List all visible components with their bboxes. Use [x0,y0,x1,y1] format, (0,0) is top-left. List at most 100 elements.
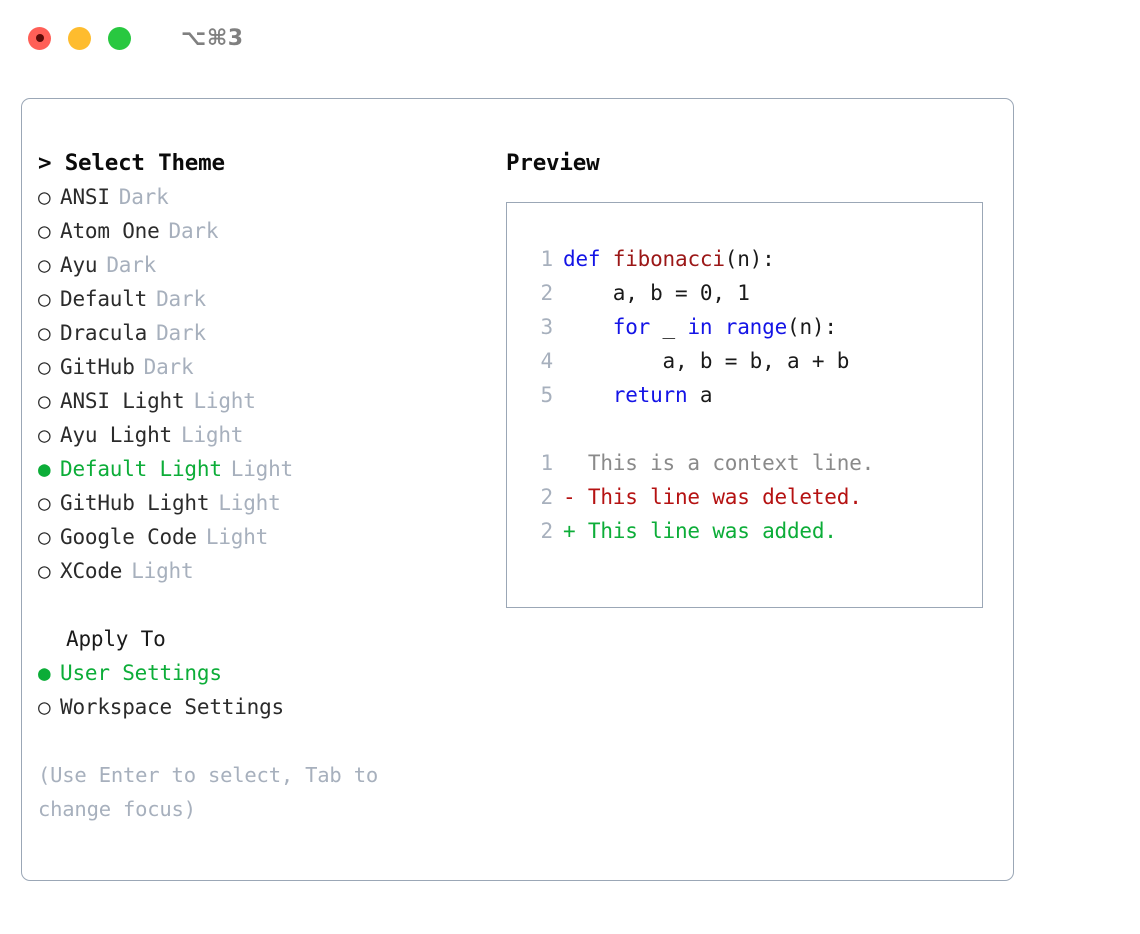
code-token: (n): [787,315,837,339]
diff-text: + This line was added. [563,519,837,543]
radio-unselected-icon: ○ [38,355,51,379]
diff-text: - This line was deleted. [563,485,862,509]
option-label: Ayu [60,253,98,277]
code-line: 1 def fibonacci(n): [523,247,982,281]
line-number: 3 [540,315,554,339]
code-token: (n): [724,247,775,271]
preview-heading: Preview [506,150,600,176]
option-category-tag: Dark [168,219,219,243]
option-label: Workspace Settings [60,695,284,719]
code-text: a, b = b, a + b [563,349,850,373]
code-line: 2 a, b = 0, 1 [523,281,982,315]
option-label: GitHub Light [60,491,210,515]
code-token: fibonacci [612,247,725,271]
code-token: a, b = 0, 1 [563,281,750,305]
theme-option-default[interactable]: ○ Default Dark [38,282,492,316]
radio-unselected-icon: ○ [38,219,51,243]
code-line: 4 a, b = b, a + b [523,349,982,383]
preview-spacer [523,417,982,451]
code-text: def fibonacci(n): [563,247,775,271]
option-category-tag: Dark [143,355,194,379]
theme-option-ayu-light[interactable]: ○ Ayu Light Light [38,418,492,452]
line-number: 5 [540,383,554,407]
theme-option-ayu[interactable]: ○ Ayu Dark [38,248,492,282]
line-number: 2 [540,281,554,305]
radio-unselected-icon: ○ [38,321,51,345]
option-category-tag: Dark [118,185,169,209]
option-label: User Settings [60,661,222,685]
radio-unselected-icon: ○ [38,185,51,209]
diff-line: 2 - This line was deleted. [523,485,982,519]
select-theme-heading: > Select Theme [38,150,225,176]
code-text: return a [563,383,713,407]
theme-option-default-light[interactable]: ● Default Light Light [38,452,492,486]
option-category-tag: Light [181,423,244,447]
apply-option-user-settings[interactable]: ● User Settings [38,656,492,690]
line-number: 1 [540,247,554,271]
option-category-tag: Light [205,525,269,549]
code-token: range [724,315,788,339]
option-category-tag: Dark [156,287,206,311]
radio-unselected-icon: ○ [38,525,51,549]
radio-selected-icon: ● [38,661,51,685]
option-category-tag: Light [218,491,281,515]
code-token: return [563,383,688,407]
option-label: Default [60,287,148,311]
diff-line: 1 This is a context line. [523,451,982,485]
option-category-tag: Light [230,457,293,481]
title-bar: ⌥⌘3 [0,0,1140,76]
line-number: 2 [540,485,554,509]
radio-unselected-icon: ○ [38,253,51,277]
option-label: Dracula [60,321,148,345]
keyboard-shortcut-label: ⌥⌘3 [181,25,244,51]
theme-option-atom-one[interactable]: ○ Atom One Dark [38,214,492,248]
line-number: 2 [540,519,554,543]
option-category-tag: Dark [156,321,206,345]
apply-option-workspace-settings[interactable]: ○ Workspace Settings [38,690,492,724]
option-label: Default Light [60,457,222,481]
traffic-light-buttons [28,26,131,50]
apply-to-heading: Apply To [66,627,166,651]
option-category-tag: Light [193,389,256,413]
code-token: _ [650,315,688,339]
keyboard-hint-text: (Use Enter to select, Tab to change focu… [38,763,378,821]
radio-unselected-icon: ○ [38,559,51,583]
radio-unselected-icon: ○ [38,389,51,413]
maximize-button-icon[interactable] [108,26,131,50]
option-label: XCode [60,559,123,583]
radio-unselected-icon: ○ [38,423,51,447]
theme-option-dracula[interactable]: ○ Dracula Dark [38,316,492,350]
diff-line: 2 + This line was added. [523,519,982,553]
code-text: a, b = 0, 1 [563,281,750,305]
option-label: Atom One [60,219,160,243]
code-token: for [563,315,651,339]
recording-indicator-icon [35,34,44,42]
radio-selected-icon: ● [38,457,51,481]
diff-text: This is a context line. [563,451,875,475]
code-text: for _ in range(n): [563,315,837,339]
option-category-tag: Dark [106,253,157,277]
radio-unselected-icon: ○ [38,287,51,311]
option-label: Ayu Light [60,423,172,447]
minimize-button-icon[interactable] [68,26,91,50]
list-spacer [38,588,492,622]
line-number: 4 [540,349,554,373]
code-line: 3 for _ in range(n): [523,315,982,349]
theme-option-google-code[interactable]: ○ Google Code Light [38,520,492,554]
code-token: def [563,247,613,271]
close-button-icon[interactable] [28,26,51,50]
radio-unselected-icon: ○ [38,695,51,719]
option-label: Google Code [60,525,197,549]
apply-to-option-list: ● User Settings ○ Workspace Settings [38,656,492,724]
